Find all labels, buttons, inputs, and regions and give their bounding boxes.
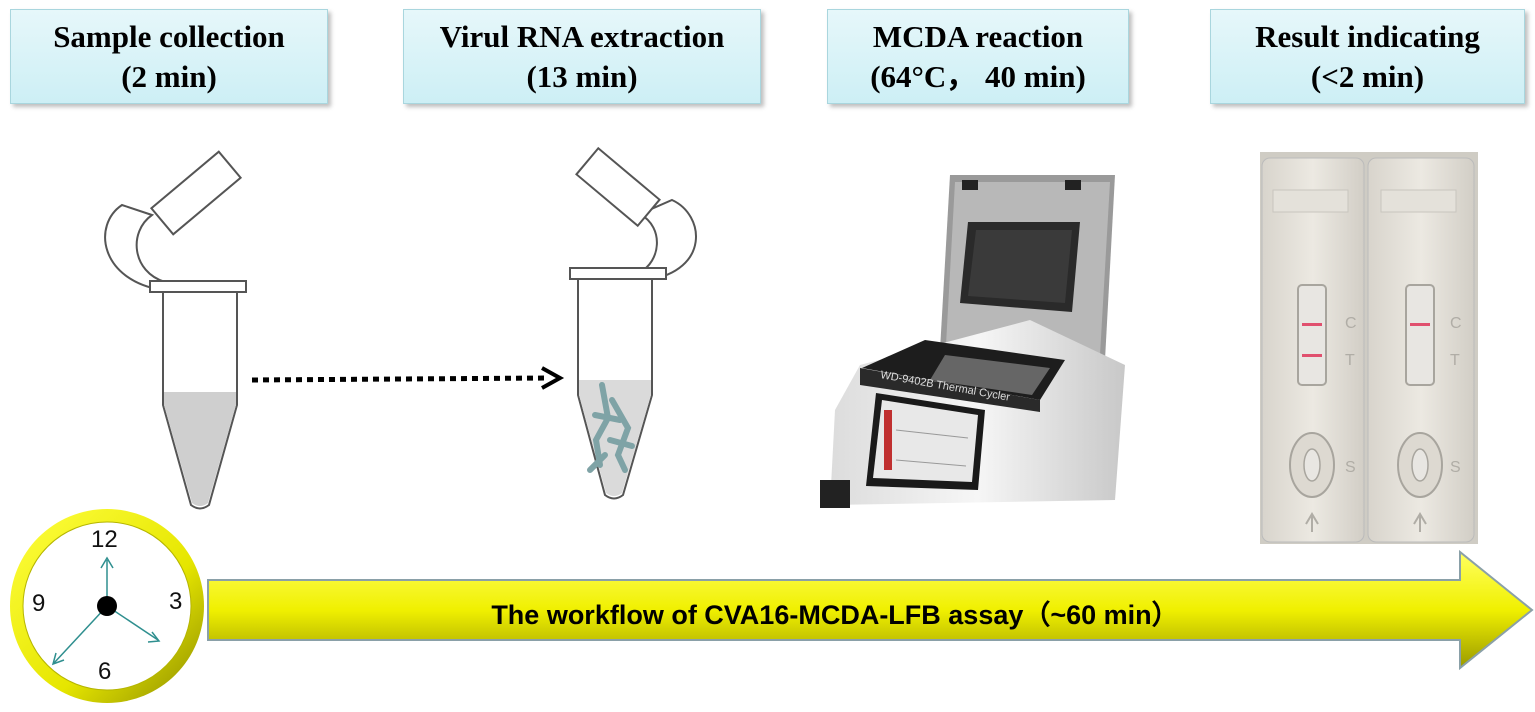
step-box-mcda-reaction: MCDA reaction (64°C， 40 min): [827, 9, 1129, 104]
control-line-1: [1302, 323, 1322, 326]
step-box-rna-extraction: Virul RNA extraction (13 min): [403, 9, 761, 104]
workflow-arrow: [207, 549, 1534, 671]
clock-number-12: 12: [91, 526, 118, 553]
transfer-arrow: [251, 366, 565, 390]
rna-tube-icon: [569, 146, 697, 500]
step-time: (<2 min): [1310, 58, 1425, 94]
s-label: S: [1450, 459, 1461, 476]
test-line-1: [1302, 354, 1322, 357]
control-line-2: [1410, 323, 1430, 326]
t-label: T: [1345, 352, 1355, 369]
step-box-sample-collection: Sample collection (2 min): [10, 9, 328, 104]
step-title: MCDA reaction: [872, 18, 1084, 54]
step-time: (13 min): [526, 58, 638, 94]
step-time: (2 min): [121, 58, 217, 94]
clock-number-3: 3: [169, 588, 183, 615]
lfb-strips-image: C T C T S S: [1260, 152, 1478, 544]
step-box-result-indicating: Result indicating (<2 min): [1210, 9, 1525, 104]
c-label: C: [1450, 315, 1462, 332]
step-title: Result indicating: [1255, 18, 1480, 54]
clock-icon: [10, 509, 204, 703]
c-label: C: [1345, 315, 1357, 332]
step-time: (64°C， 40 min): [870, 58, 1086, 94]
t-label: T: [1450, 352, 1460, 369]
sample-tube-icon: [104, 150, 247, 510]
workflow-label: The workflow of CVA16-MCDA-LFB assay（~60…: [491, 599, 1179, 630]
step-title: Virul RNA extraction: [439, 18, 725, 54]
clock-number-6: 6: [98, 658, 112, 685]
thermal-cycler-image: WD-9402B Thermal Cycler: [820, 175, 1125, 508]
clock-number-9: 9: [32, 590, 46, 617]
s-label: S: [1345, 459, 1356, 476]
step-title: Sample collection: [53, 18, 285, 54]
